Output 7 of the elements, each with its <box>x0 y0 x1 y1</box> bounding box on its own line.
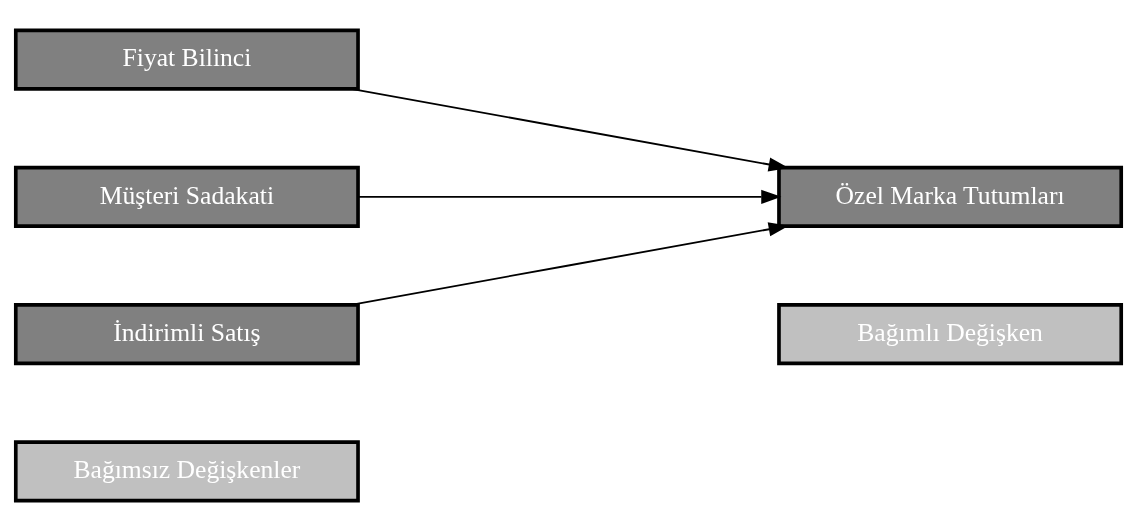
arrow <box>357 189 782 204</box>
node-box: Fiyat Bilinci <box>13 28 360 91</box>
node-box: Müşteri Sadakati <box>13 165 360 228</box>
node-box: Bağımlı Değişken <box>777 303 1124 366</box>
node-box: İndirimli Satış <box>13 303 360 366</box>
node-box: Bağımsız Değişkenler <box>13 440 360 503</box>
node-box: Özel Marka Tutumları <box>777 165 1124 228</box>
